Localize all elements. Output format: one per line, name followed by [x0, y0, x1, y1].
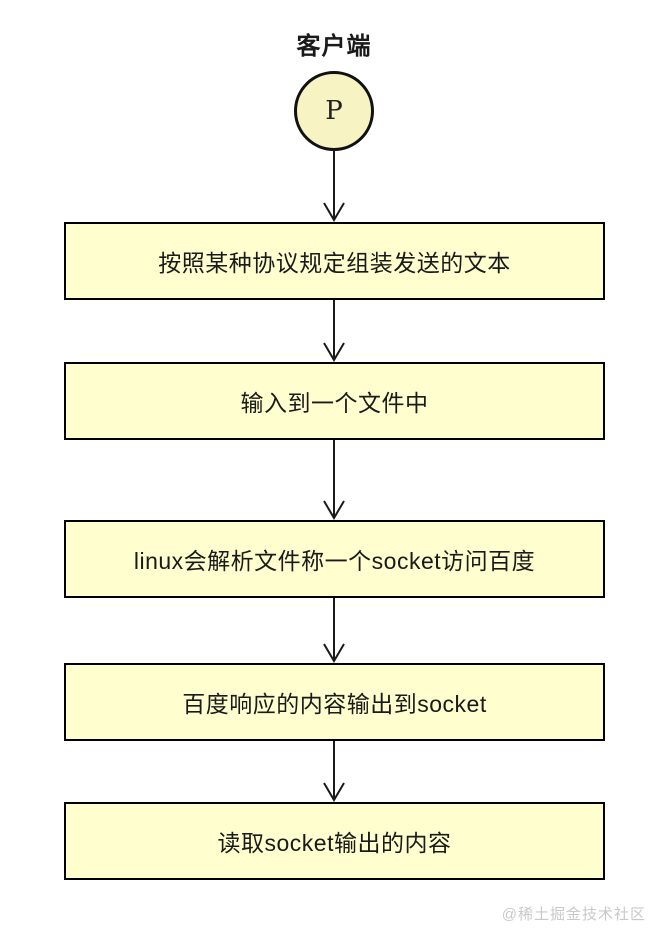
flow-step-3: linux会解析文件称一个socket访问百度 — [64, 520, 605, 598]
flow-step-2-label: 输入到一个文件中 — [240, 390, 429, 416]
flow-step-2: 输入到一个文件中 — [64, 362, 605, 440]
flow-arrow-down-icon — [323, 741, 345, 802]
flow-arrow-down-icon — [323, 150, 345, 222]
flow-step-5: 读取socket输出的内容 — [64, 802, 605, 880]
diagram-title: 客户端 — [296, 33, 372, 60]
flow-arrow-down-icon — [323, 300, 345, 362]
watermark-text: @稀土掘金技术社区 — [501, 906, 646, 923]
flow-step-1: 按照某种协议规定组装发送的文本 — [64, 222, 605, 300]
flow-step-3-label: linux会解析文件称一个socket访问百度 — [133, 548, 536, 574]
start-node-circle: P — [294, 71, 374, 151]
flow-step-4: 百度响应的内容输出到socket — [64, 663, 605, 741]
flow-step-1-label: 按照某种协议规定组装发送的文本 — [158, 250, 511, 276]
flow-step-4-label: 百度响应的内容输出到socket — [182, 691, 487, 717]
flow-arrow-down-icon — [323, 440, 345, 520]
flow-arrow-down-icon — [323, 598, 345, 663]
start-node-label: P — [325, 96, 343, 126]
flow-step-5-label: 读取socket输出的内容 — [217, 830, 452, 856]
